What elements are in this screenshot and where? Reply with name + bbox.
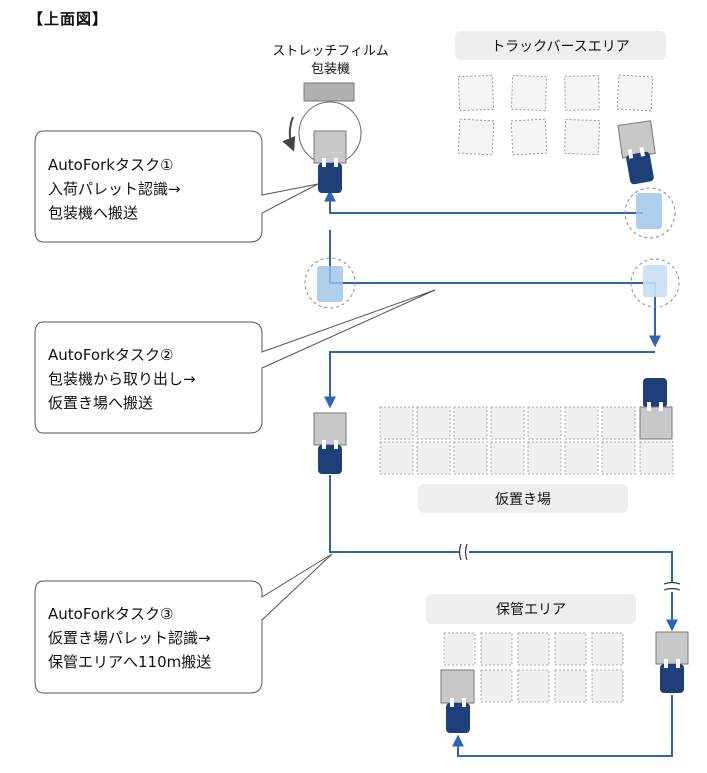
ghost-forklift-left — [304, 257, 356, 309]
callout-3-line3: 保管エリアへ110m搬送 — [48, 653, 212, 671]
stretch-wrapper-label: ストレッチフィルム 包装機 — [263, 43, 398, 79]
rotation-arrow-icon — [282, 116, 296, 152]
machine-label-line2: 包装機 — [310, 62, 350, 77]
forklift-right-lower — [655, 631, 689, 693]
forklift-berth — [617, 120, 656, 185]
temp-storage-grid — [379, 406, 674, 475]
callout-1-text: AutoForkタスク① 入荷パレット認識→ 包装機へ搬送 — [48, 153, 181, 225]
storage-area-grid — [443, 632, 624, 703]
route-task1 — [324, 189, 643, 214]
callout-1-line3: 包装機へ搬送 — [48, 204, 139, 222]
callout-bubble-2 — [34, 289, 436, 434]
callout-bubble-3 — [34, 553, 333, 694]
callout-1-line2: 入荷パレット認識→ — [48, 180, 181, 198]
route-task2-lower — [324, 351, 655, 409]
callout-2-line2: 包装機から取り出し→ — [48, 370, 196, 388]
route-task3-end — [452, 695, 673, 757]
callout-3-line2: 仮置き場パレット認識→ — [48, 629, 211, 647]
machine-label-line1: ストレッチフィルム — [272, 44, 389, 59]
callout-2-text: AutoForkタスク② 包装機から取り出し→ 仮置き場へ搬送 — [48, 343, 196, 415]
storage-area-label: 保管エリア — [426, 594, 636, 624]
forklift-storage — [440, 669, 475, 733]
forklift-left — [313, 412, 347, 474]
page-title: 【上面図】 — [28, 10, 109, 28]
callout-2-line1: AutoForkタスク② — [48, 346, 174, 364]
callout-3-text: AutoForkタスク③ 仮置き場パレット認識→ 保管エリアへ110m搬送 — [48, 602, 211, 674]
track-berth-pallets — [457, 74, 654, 156]
forklift-task2 — [639, 378, 673, 440]
callout-2-line3: 仮置き場へ搬送 — [48, 394, 154, 412]
callout-bubble-1 — [34, 130, 319, 243]
callout-1-line1: AutoForkタスク① — [48, 156, 174, 174]
callout-3-line1: AutoForkタスク③ — [48, 605, 174, 623]
break-mark-icon — [458, 543, 681, 592]
wrapper-machine — [303, 82, 355, 102]
temp-storage-area-label: 仮置き場 — [418, 484, 628, 513]
ghost-forklift-right — [630, 258, 680, 308]
track-berth-area-label: トラックバースエリア — [455, 31, 666, 60]
route-task2-upper — [329, 230, 661, 348]
forklift-task1 — [313, 130, 347, 193]
ghost-forklift-berth — [624, 187, 676, 239]
route-task3 — [329, 475, 678, 632]
